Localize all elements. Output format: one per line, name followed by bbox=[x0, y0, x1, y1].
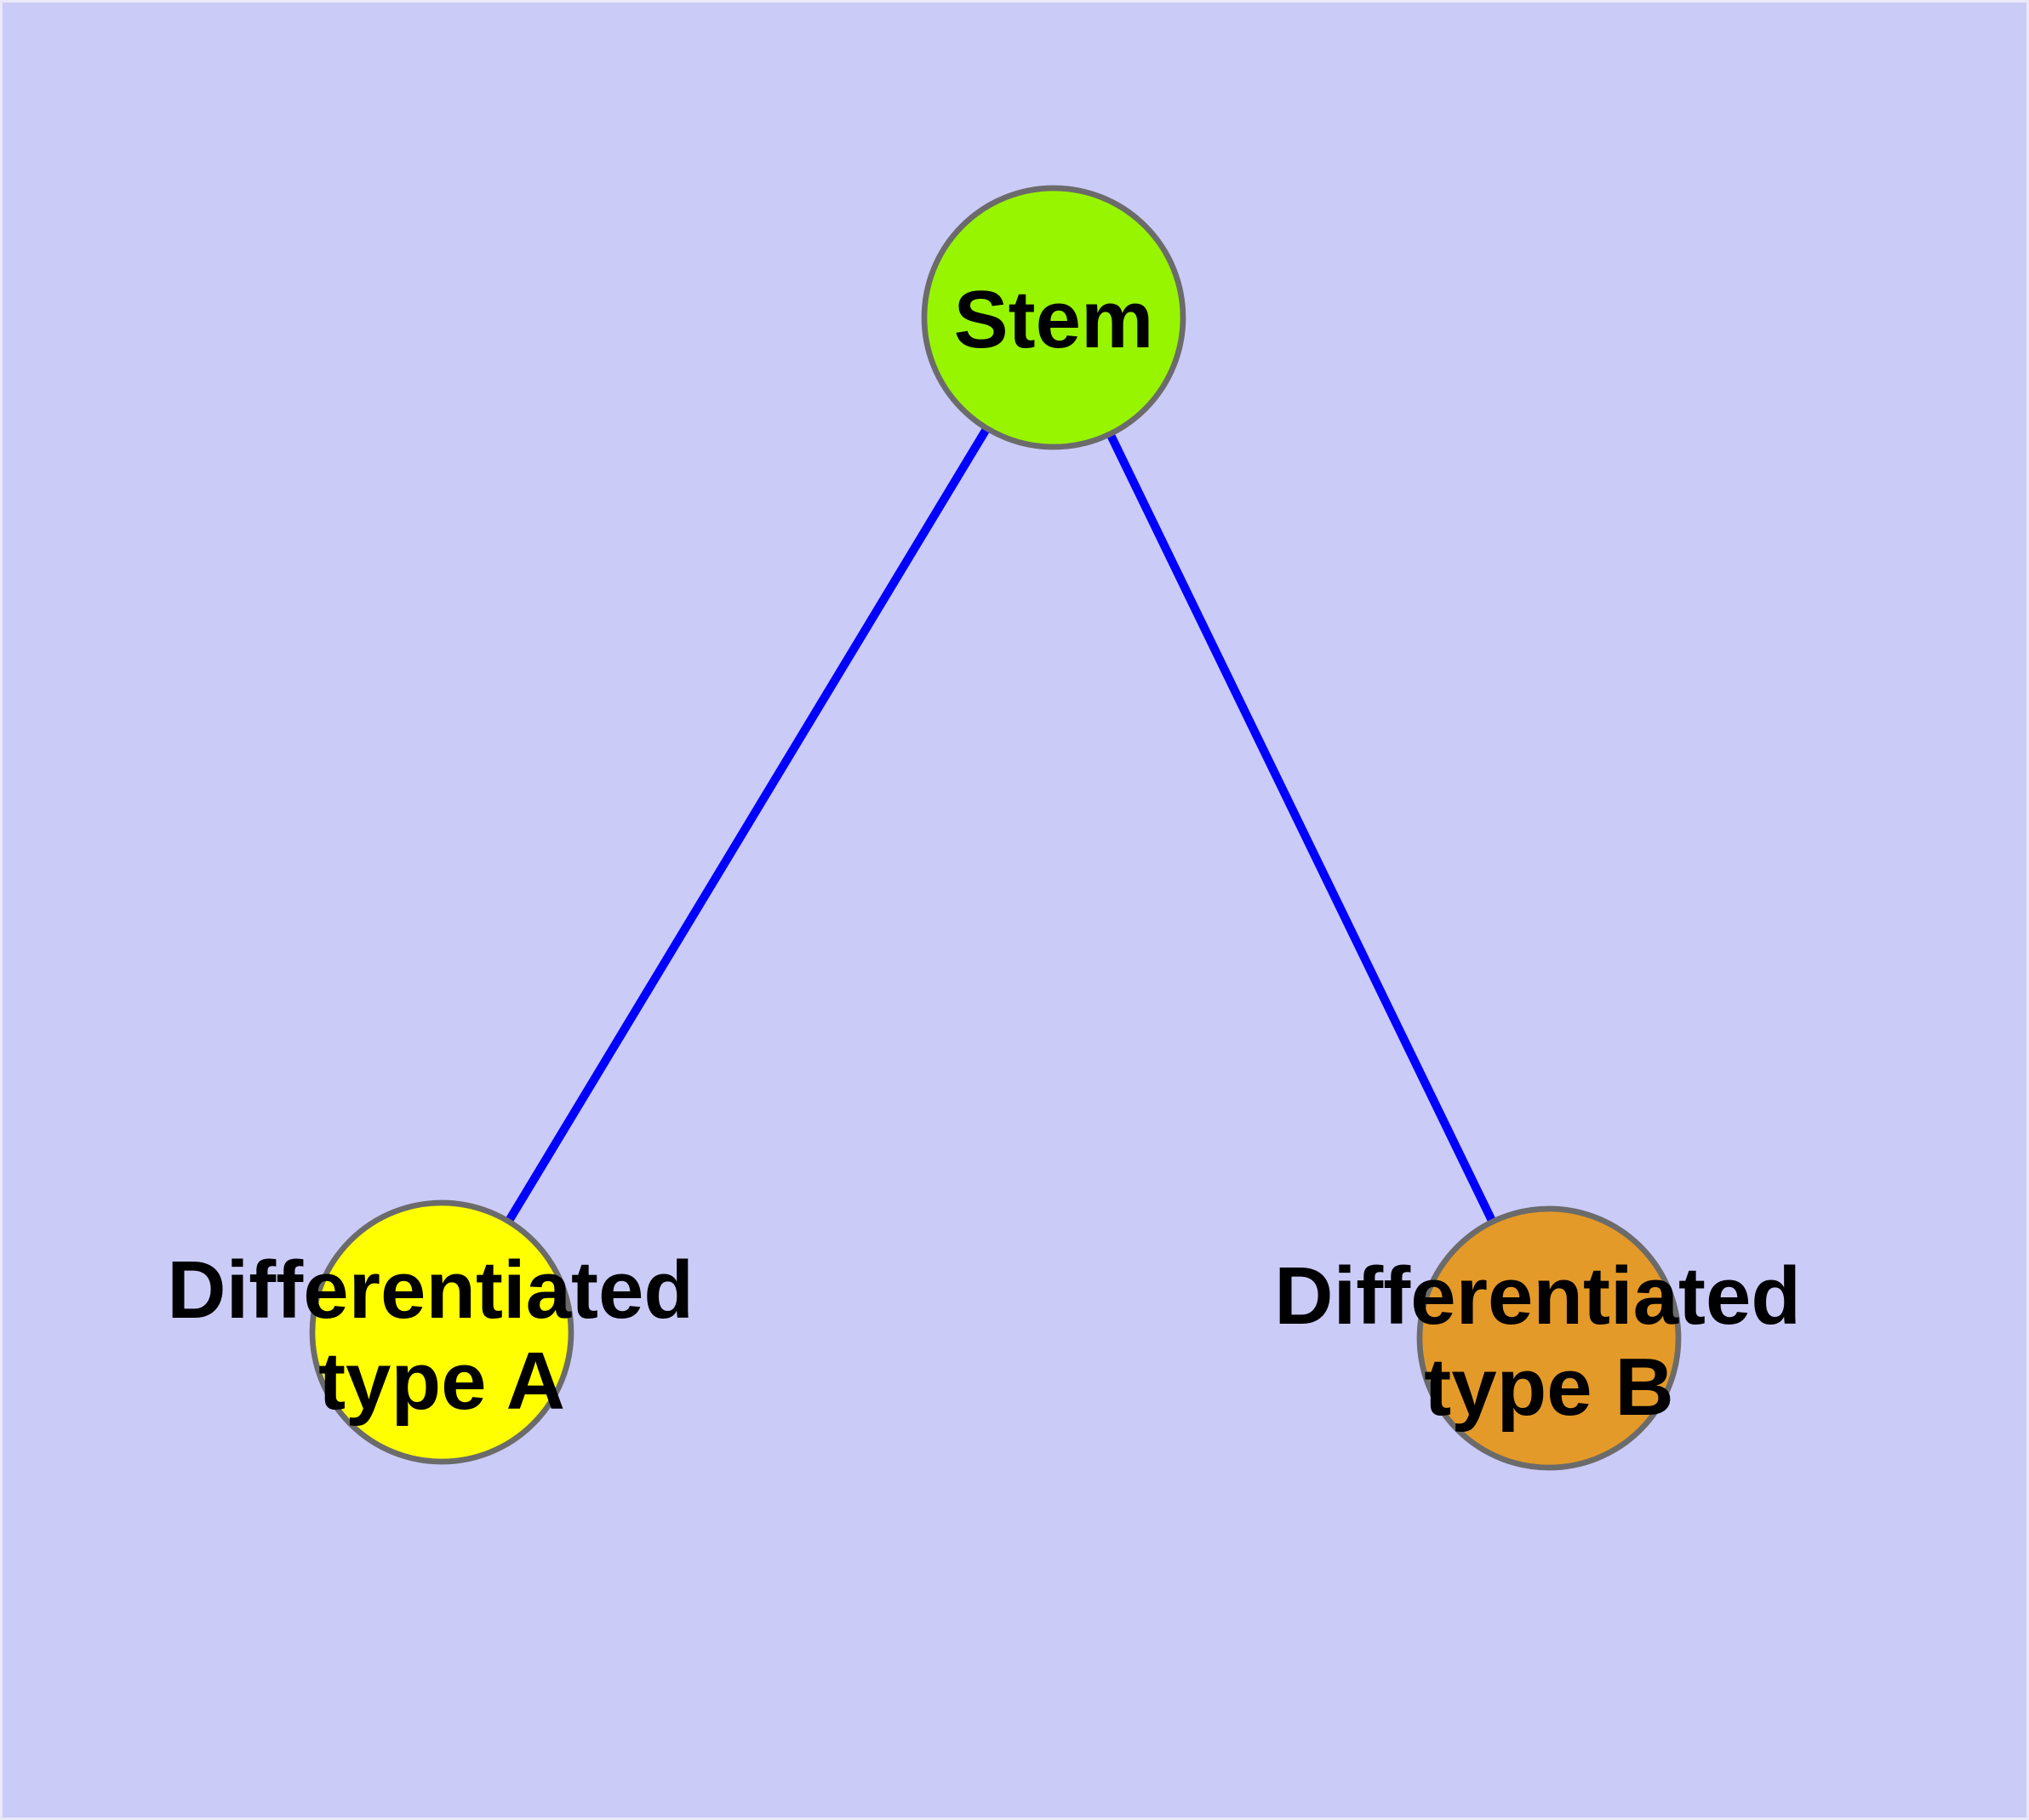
node-stem-label: Stem bbox=[954, 274, 1154, 365]
edge-stem-to-type-a bbox=[437, 315, 1058, 1335]
node-type-a-circle bbox=[309, 1199, 574, 1465]
node-type-b-circle bbox=[1416, 1205, 1682, 1471]
node-type-b-label-line2: type B bbox=[1424, 1342, 1673, 1433]
node-type-b-label: Differentiated type B bbox=[1274, 1251, 1823, 1433]
edge-stem-to-type-b bbox=[1049, 315, 1553, 1341]
node-stem-circle bbox=[921, 185, 1186, 450]
node-type-a-label-line1: Differentiated bbox=[167, 1245, 694, 1336]
node-type-a-label: Differentiated type A bbox=[167, 1245, 716, 1427]
node-type-b-label-line1: Differentiated bbox=[1274, 1251, 1801, 1342]
node-type-a-label-line2: type A bbox=[318, 1336, 565, 1427]
